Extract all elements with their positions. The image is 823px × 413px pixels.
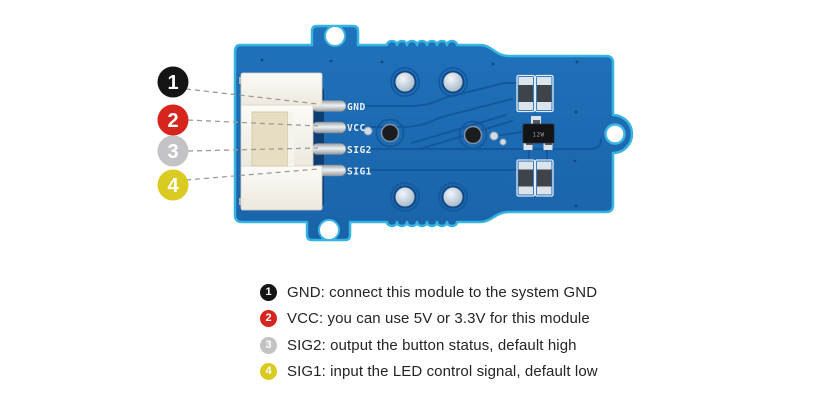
mounting-hole-bottom [318, 219, 340, 241]
legend-item-vcc: 2 VCC: you can use 5V or 3.3V for this m… [260, 310, 598, 328]
connector-recess [251, 111, 289, 167]
silkscreen-label-sig1: SIG1 [347, 167, 372, 178]
legend-bullet-3: 3 [260, 336, 277, 354]
silkscreen-label-sig2: SIG2 [347, 145, 372, 156]
callout-2-number: 2 [167, 110, 178, 132]
silkscreen-label-gnd: GND [347, 102, 366, 113]
legend-bullet-4: 4 [260, 363, 277, 380]
board-specks [260, 58, 579, 208]
callout-lines [185, 88, 319, 181]
legend-text-sig1: SIG1: input the LED control signal, defa… [287, 363, 598, 380]
sot23-transistor: 12W [522, 116, 555, 150]
legend-bullet-3-number: 3 [265, 338, 272, 351]
legend-item-gnd: 1 GND: connect this module to the system… [260, 283, 598, 301]
silkscreen-label-vcc: VCC [347, 123, 366, 134]
grove-connector [239, 72, 323, 211]
pcb-traces [345, 67, 602, 212]
through-hole-right [463, 125, 483, 145]
callout-2: 2 [157, 104, 189, 136]
smd-resistor-pair-bottom [516, 159, 554, 197]
callout-4-circle [157, 169, 189, 201]
legend-text-gnd: GND: connect this module to the system G… [287, 283, 598, 301]
legend-item-sig1: 4 SIG1: input the LED control signal, de… [260, 363, 598, 381]
legend-bullet-1: 1 [260, 283, 277, 301]
legend-bullet-2-number: 2 [265, 312, 272, 324]
legend-text-vcc: VCC: you can use 5V or 3.3V for this mod… [287, 310, 590, 327]
callout-1-number: 1 [167, 72, 178, 94]
legend-bullet-2: 2 [260, 310, 277, 327]
callout-1: 1 [157, 66, 189, 98]
legend-item-sig2: 3 SIG2: output the button status, defaul… [260, 336, 598, 354]
callout-4-number: 4 [167, 175, 179, 197]
callout-4: 4 [157, 169, 189, 201]
smd-resistor-pair-top [516, 74, 554, 113]
legend-bullet-1-number: 1 [265, 285, 272, 298]
pin-legend: 1 GND: connect this module to the system… [260, 283, 598, 389]
vias [363, 126, 507, 146]
callout-3-circle [157, 135, 189, 167]
legend-bullet-4-number: 4 [265, 365, 272, 377]
solder-joints [393, 70, 465, 209]
callout-3: 3 [157, 135, 189, 167]
through-hole-left [380, 123, 400, 143]
mounting-hole-right-ear [604, 123, 626, 145]
legend-text-sig2: SIG2: output the button status, default … [287, 336, 577, 354]
ic-marking: 12W [532, 132, 544, 139]
callout-3-number: 3 [167, 141, 178, 163]
callout-2-circle [157, 104, 189, 136]
mounting-hole-top [324, 25, 346, 47]
callout-1-circle [157, 66, 189, 98]
